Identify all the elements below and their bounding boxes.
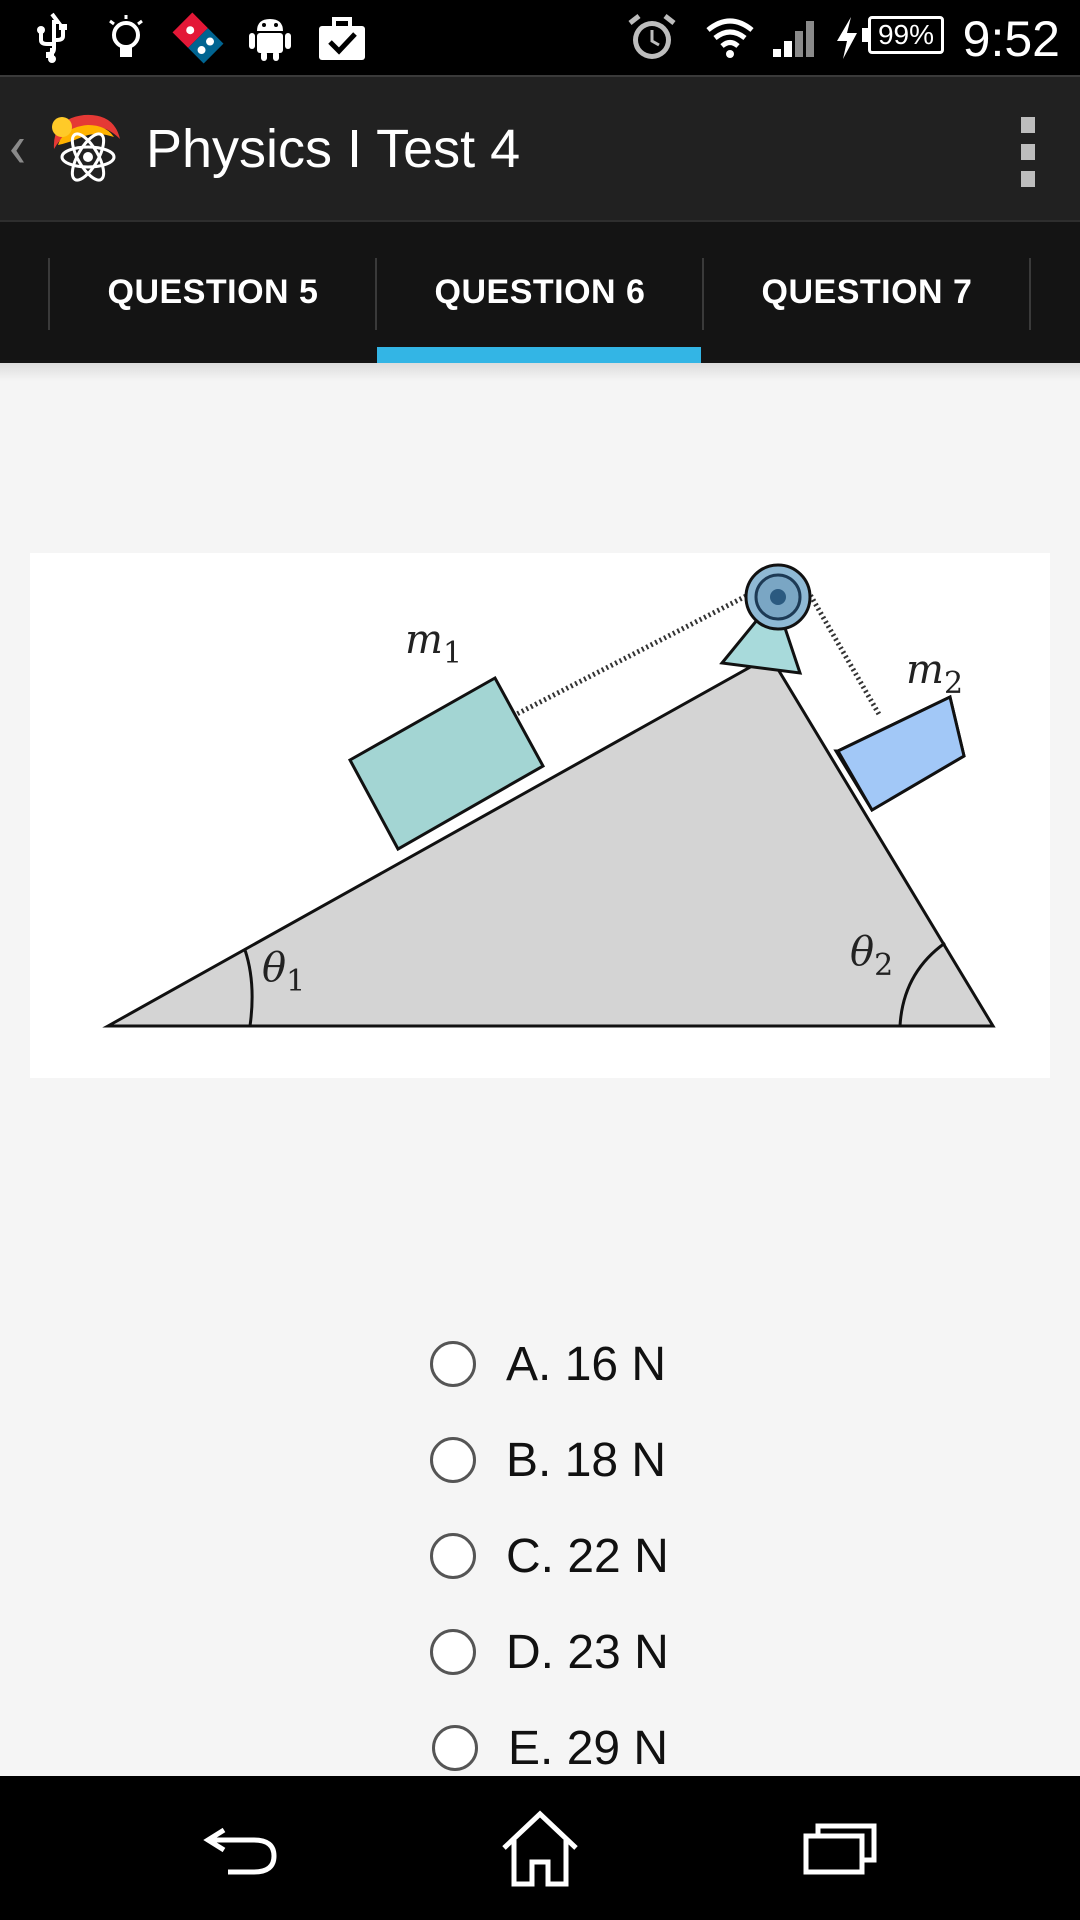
tab-bar: QUESTION 5 QUESTION 6 QUESTION 7: [0, 220, 1080, 363]
navigation-bar: [0, 1776, 1080, 1920]
label-m2: m2: [906, 647, 963, 701]
recent-apps-icon[interactable]: [780, 1798, 900, 1898]
home-icon[interactable]: [480, 1798, 600, 1898]
wifi-icon: [704, 10, 756, 65]
angle-arc-theta1: [243, 949, 254, 1027]
tab-divider: [375, 258, 377, 330]
selected-tab-indicator: [377, 347, 701, 363]
battery-indicator: 99%: [862, 16, 944, 54]
tab-label: QUESTION 7: [761, 273, 973, 311]
tab-label: QUESTION 5: [107, 273, 319, 311]
inclined-planes-diagram: m1 m2 θ1 θ2: [102, 563, 996, 1028]
page-title: Physics I Test 4: [146, 119, 521, 179]
atom-logo-icon[interactable]: [44, 109, 126, 191]
lightbulb-icon: [104, 10, 148, 65]
briefcase-check-icon: [316, 10, 368, 65]
tab-question-7[interactable]: QUESTION 7: [704, 222, 1030, 363]
charging-icon: [832, 10, 862, 65]
tab-divider: [1029, 258, 1031, 330]
question-figure: m1 m2 θ1 θ2: [30, 553, 1050, 1078]
action-bar: ‹ Physics I Test 4: [0, 75, 1080, 220]
chevron-left-icon[interactable]: ‹: [8, 111, 27, 182]
tab-divider: [48, 258, 50, 330]
block-m2-face: [835, 694, 966, 813]
usb-icon: [32, 10, 72, 65]
clock: 9:52: [962, 11, 1060, 67]
radio-button[interactable]: [430, 1629, 476, 1675]
back-icon[interactable]: [182, 1798, 302, 1898]
tab-label: QUESTION 6: [434, 273, 646, 311]
answer-label: B. 18 N: [506, 1433, 667, 1487]
block-m1: [347, 675, 546, 852]
overflow-menu-icon[interactable]: [1016, 117, 1040, 187]
radio-button[interactable]: [430, 1341, 476, 1387]
radio-button[interactable]: [432, 1725, 478, 1771]
android-icon: [245, 10, 295, 65]
pulley-axle: [770, 589, 786, 605]
tab-divider: [702, 258, 704, 330]
answer-label: D. 23 N: [506, 1625, 669, 1679]
dominos-icon: [170, 10, 226, 65]
label-theta1: θ1: [262, 945, 305, 999]
angle-arc-theta2: [898, 941, 946, 1027]
alarm-icon: [626, 10, 678, 65]
incline-wedge: [102, 653, 996, 1028]
answer-option-a[interactable]: A. 16 N: [430, 1324, 666, 1404]
answer-label: C. 22 N: [506, 1529, 669, 1583]
label-m1: m1: [405, 617, 462, 671]
tab-shadow: [0, 363, 1080, 381]
answer-option-c[interactable]: C. 22 N: [430, 1516, 669, 1596]
tab-question-6[interactable]: QUESTION 6: [377, 222, 703, 363]
radio-button[interactable]: [430, 1533, 476, 1579]
label-theta2: θ2: [850, 929, 893, 983]
rope-right: [805, 589, 883, 718]
status-bar: 99% 9:52: [0, 0, 1080, 75]
answer-option-d[interactable]: D. 23 N: [430, 1612, 669, 1692]
answer-option-b[interactable]: B. 18 N: [430, 1420, 666, 1500]
answer-label: A. 16 N: [506, 1337, 667, 1391]
signal-icon: [770, 10, 820, 65]
radio-button[interactable]: [430, 1437, 476, 1483]
answer-label: E. 29 N: [508, 1721, 669, 1775]
answer-option-e[interactable]: E. 29 N: [432, 1708, 668, 1788]
tab-question-5[interactable]: QUESTION 5: [50, 222, 376, 363]
